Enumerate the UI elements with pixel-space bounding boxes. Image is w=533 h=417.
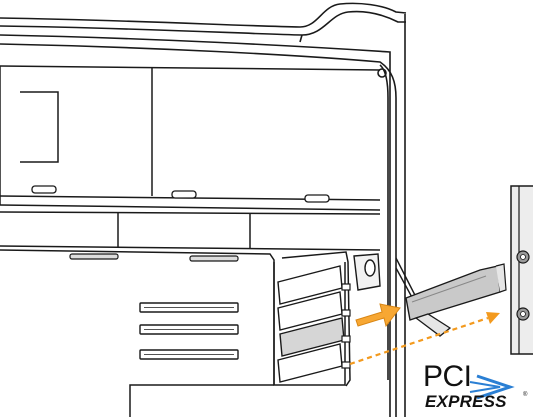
logo-brand-text: PCI [423, 362, 472, 392]
drive-bay-panel [0, 66, 380, 210]
logo-registered-mark: ® [523, 392, 527, 398]
shelf [0, 212, 380, 250]
insert-arrow [356, 304, 400, 326]
latch [354, 254, 380, 290]
pci-express-logo: PCI EXPRESS ® [423, 366, 531, 416]
logo-subtitle-text: EXPRESS [425, 393, 507, 411]
shelf-slot [70, 254, 238, 261]
pcie-slot [140, 303, 238, 359]
side-panel [511, 186, 533, 354]
pci-card [406, 264, 506, 336]
